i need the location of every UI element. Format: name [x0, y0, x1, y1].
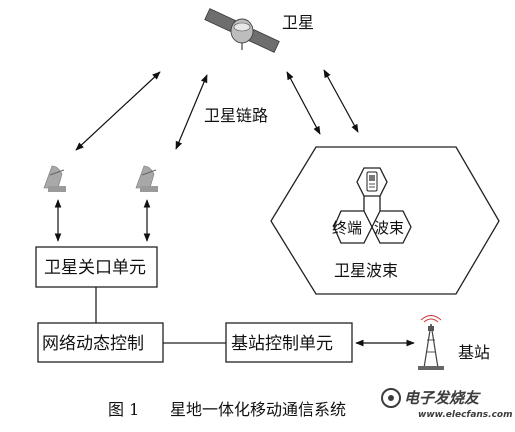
network-control-label: 网络动态控制 [42, 334, 144, 354]
figure-caption: 星地一体化移动通信系统 [170, 400, 346, 419]
link-arrow-left [75, 71, 161, 151]
satellite-label: 卫星 [282, 13, 314, 32]
bs-control-unit-label: 基站控制单元 [231, 334, 333, 354]
satellite-icon [204, 8, 280, 53]
ground-dish-icon [135, 165, 158, 192]
bs-control-unit-box [225, 322, 353, 363]
link-arrow-center [175, 74, 208, 150]
watermark-domain: www.elecfans.com [418, 410, 512, 420]
satellite-beam-hexagon [270, 146, 500, 295]
gateway-unit-label: 卫星关口单元 [44, 258, 146, 278]
cell-label-beam: 波束 [374, 219, 404, 237]
watermark-logo: 电子发烧友 www.elecfans.com [381, 388, 512, 420]
figure-number: 图 1 [108, 400, 139, 419]
terminal-phone-icon [366, 171, 378, 192]
base-station-label: 基站 [458, 343, 490, 362]
link-arrow-right-2 [323, 69, 359, 133]
cell-label-terminal: 终端 [332, 219, 362, 237]
link-arrow-right-1 [286, 71, 321, 135]
beam-cells [333, 167, 412, 244]
beam-region-label: 卫星波束 [334, 261, 398, 280]
satellite-link-label: 卫星链路 [204, 106, 268, 125]
watermark-text: 电子发烧友 [404, 389, 481, 407]
base-station-tower-icon [418, 315, 444, 370]
ground-dish-icon [43, 165, 66, 192]
